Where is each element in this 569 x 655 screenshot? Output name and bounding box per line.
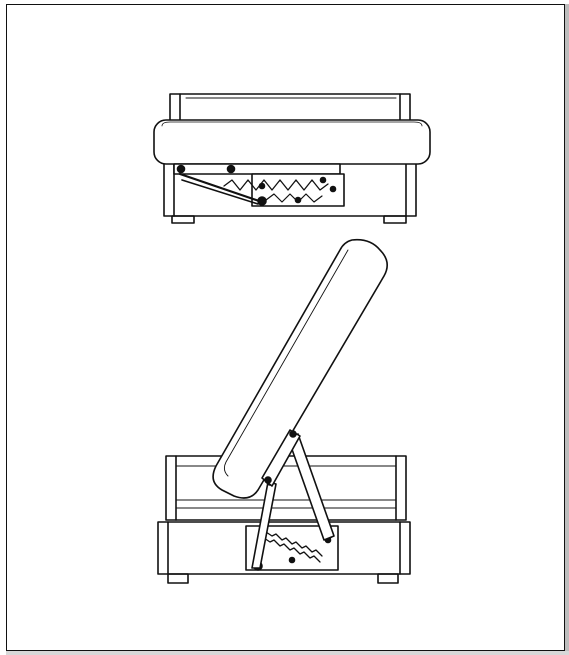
frame-shadow-right: [565, 4, 569, 651]
open-back-frame: [165, 455, 407, 521]
closed-lid: [153, 119, 431, 165]
closed-foot-right: [383, 215, 407, 224]
open-lid: [212, 238, 388, 499]
open-view: [157, 238, 411, 584]
open-foot-right: [377, 573, 399, 584]
closed-mechanism: [173, 163, 345, 207]
frame-shadow-bottom: [6, 651, 569, 655]
open-foot-left: [167, 573, 189, 584]
closed-view: [153, 93, 431, 224]
closed-back-frame: [169, 93, 411, 123]
closed-foot-left: [171, 215, 195, 224]
